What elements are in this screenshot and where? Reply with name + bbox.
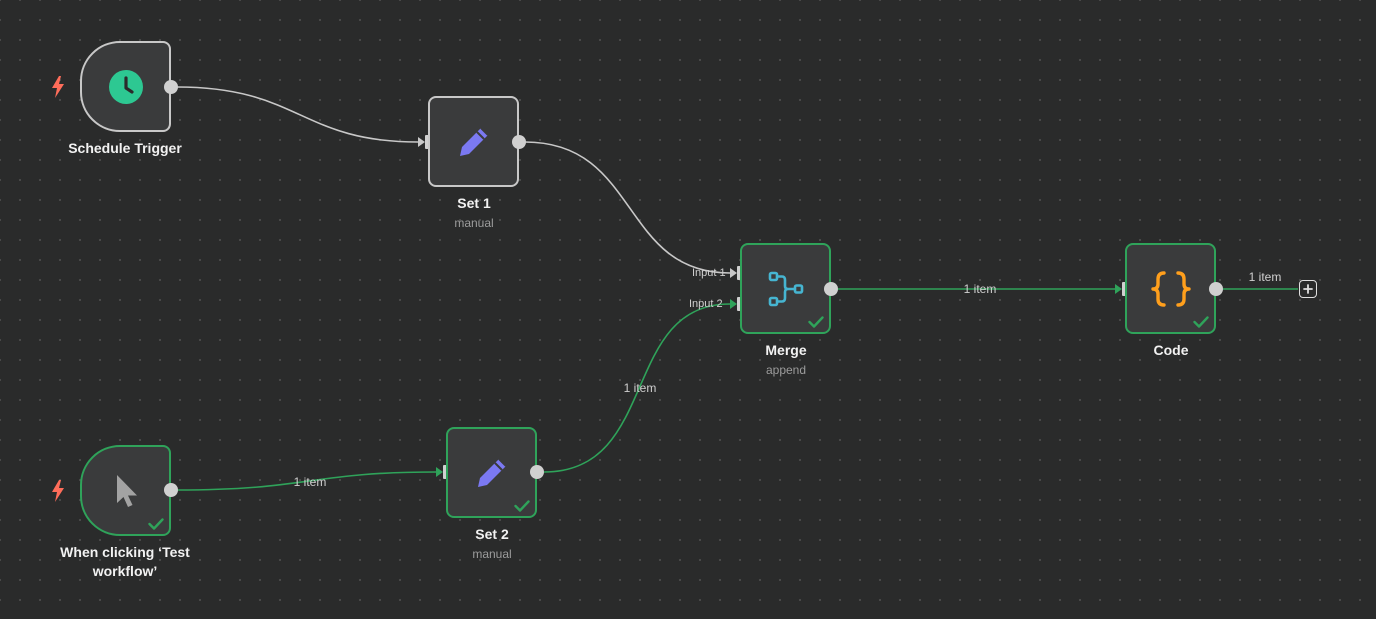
node-manual-trigger[interactable] xyxy=(80,445,171,536)
pencil-icon xyxy=(459,126,489,156)
success-check-icon xyxy=(148,518,164,530)
code-braces-icon xyxy=(1150,270,1191,307)
edge-arrow xyxy=(730,299,737,309)
node-label-set1: Set 1 xyxy=(457,195,491,211)
node-label-set2: Set 2 xyxy=(475,526,509,542)
output-handle-set1[interactable] xyxy=(512,135,526,149)
output-handle-code[interactable] xyxy=(1209,282,1223,296)
pencil-icon xyxy=(477,457,507,487)
edge-set2-to-merge[interactable] xyxy=(543,303,731,473)
edge-arrow xyxy=(730,268,737,278)
node-subtitle-set2: manual xyxy=(472,547,512,561)
node-label-schedule-trigger: Schedule Trigger xyxy=(68,140,182,156)
node-set2[interactable] xyxy=(446,427,537,518)
edge-manual-to-set2[interactable] xyxy=(176,471,437,491)
node-label-manual-trigger: When clicking ‘Test workflow’ xyxy=(60,543,190,581)
edge-set1-to-merge[interactable] xyxy=(524,141,731,274)
success-check-icon xyxy=(808,316,824,328)
node-merge[interactable] xyxy=(740,243,831,334)
output-handle-set2[interactable] xyxy=(530,465,544,479)
edge-arrow xyxy=(436,467,443,477)
node-subtitle-merge: append xyxy=(765,363,807,377)
success-check-icon xyxy=(1193,316,1209,328)
edge-arrow xyxy=(418,137,425,147)
node-set1[interactable] xyxy=(428,96,519,187)
trigger-bolt-icon xyxy=(52,480,64,502)
merge-input-label-1: Input 1 xyxy=(692,267,726,279)
cursor-icon xyxy=(116,474,137,507)
success-check-icon xyxy=(514,500,530,512)
node-label-manual-trigger-line2: workflow’ xyxy=(92,563,158,579)
node-subtitle-set1: manual xyxy=(454,216,494,230)
edge-label-code-output: 1 item xyxy=(1248,270,1282,284)
node-label-merge: Merge xyxy=(765,342,807,358)
edge-schedule-to-set1[interactable] xyxy=(176,86,419,143)
add-node-button[interactable] xyxy=(1299,280,1317,298)
node-code[interactable] xyxy=(1125,243,1216,334)
clock-icon xyxy=(108,69,143,104)
node-schedule-trigger[interactable] xyxy=(80,41,171,132)
edge-label-set2-to-merge: 1 item xyxy=(623,381,657,395)
output-handle-manual-trigger[interactable] xyxy=(164,483,178,497)
edge-label-manual-to-set2: 1 item xyxy=(293,475,327,489)
merge-icon xyxy=(768,271,803,306)
merge-input-label-2: Input 2 xyxy=(689,298,723,310)
output-handle-merge[interactable] xyxy=(824,282,838,296)
node-label-code: Code xyxy=(1153,342,1189,358)
edge-label-merge-to-code: 1 item xyxy=(963,282,997,296)
output-handle-schedule-trigger[interactable] xyxy=(164,80,178,94)
plus-icon xyxy=(1303,284,1313,294)
trigger-bolt-icon xyxy=(52,76,64,98)
edge-arrow xyxy=(1115,284,1122,294)
node-label-manual-trigger-line1: When clicking ‘Test xyxy=(60,544,190,560)
